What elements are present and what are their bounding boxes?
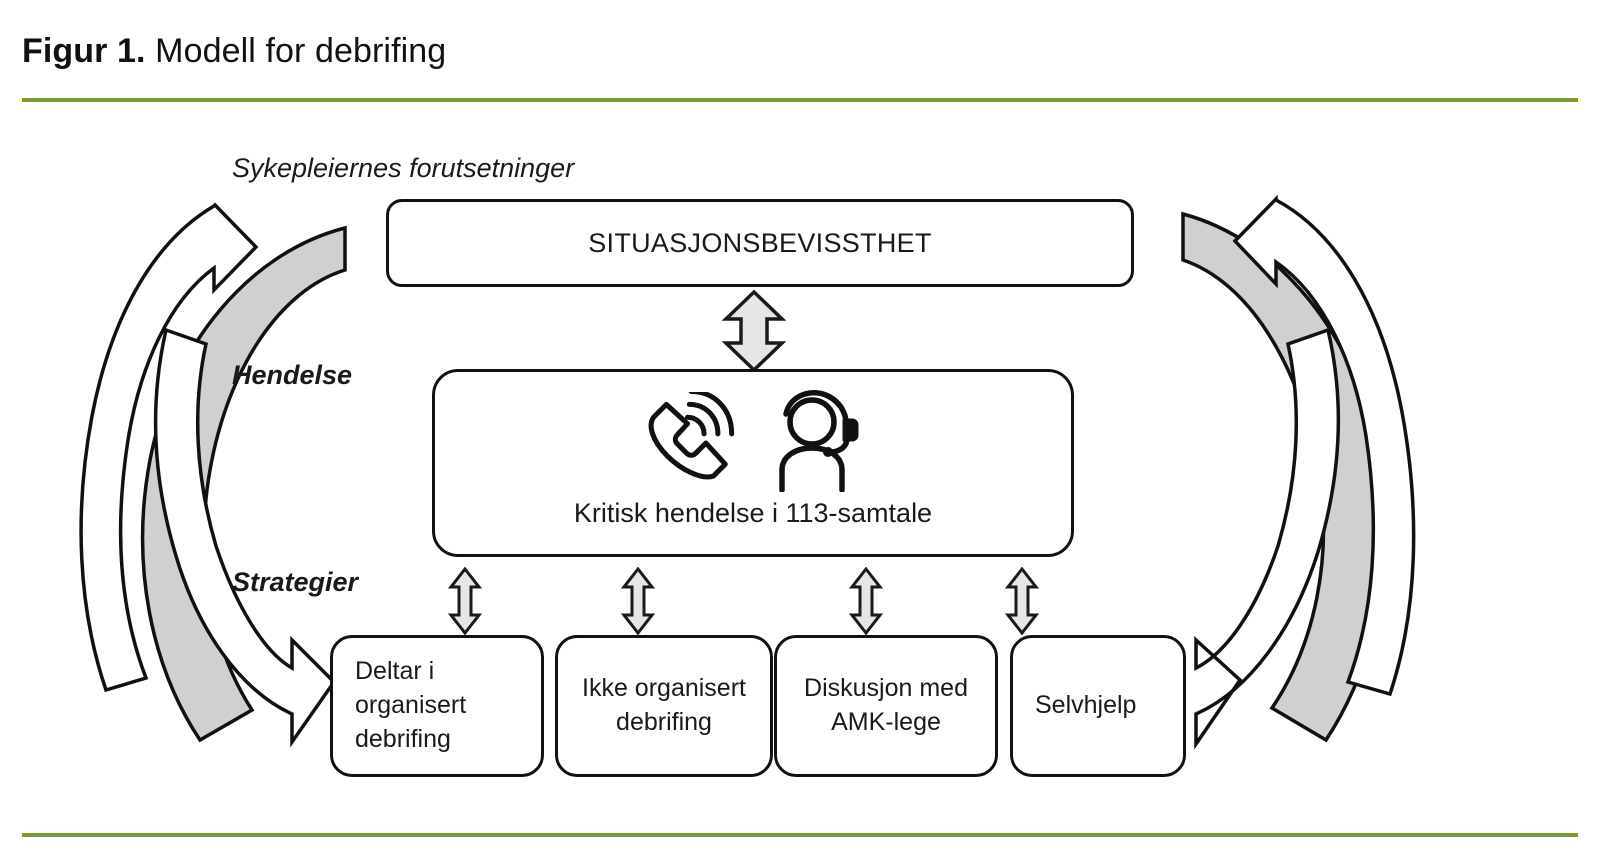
curved-cycle-arrow-right-band [1181, 211, 1388, 743]
node-situasjonsbevissthet-label: SITUASJONSBEVISSTHET [588, 227, 932, 258]
ringing-phone-icon [648, 392, 735, 480]
strategy-box-ikke-organisert-debrifing[interactable]: Ikke organisert debrifing [555, 635, 773, 777]
headset-operator-icon [779, 390, 859, 492]
event-icon-row [638, 386, 868, 492]
node-kritisk-hendelse[interactable]: Kritisk hendelse i 113-samtale [432, 369, 1074, 557]
node-kritisk-hendelse-label: Kritisk hendelse i 113-samtale [573, 498, 933, 528]
double-arrow-strategy-1 [448, 567, 482, 635]
curved-cycle-arrow-right-top [1232, 194, 1416, 697]
strategy-box-deltar-i-organisert-debrifing[interactable]: Deltar i organisert debrifing [330, 635, 544, 777]
double-arrow-situasjonsbevissthet-hendelse [722, 289, 786, 373]
figure-title-text: Modell for debrifing [155, 32, 447, 70]
figure-title: Figur 1. Modell for debrifing [22, 32, 446, 71]
strategy-label: Selvhjelp [1035, 691, 1137, 720]
strategy-label: Diskusjon med AMK-lege [804, 674, 968, 736]
stage-label-strategier: Strategier [232, 567, 359, 597]
curved-cycle-arrow-left-band [140, 225, 347, 743]
strategy-label: Ikke organisert debrifing [582, 674, 746, 736]
header-rule [22, 98, 1578, 102]
curved-cycle-arrow-left-bottom [153, 327, 337, 748]
node-situasjonsbevissthet[interactable]: SITUASJONSBEVISSTHET [386, 199, 1134, 287]
double-arrow-strategy-3 [849, 567, 883, 635]
footer-rule [22, 833, 1578, 837]
strategy-box-selvhjelp[interactable]: Selvhjelp [1010, 635, 1186, 777]
double-arrow-strategy-2 [621, 567, 655, 635]
strategy-label: Deltar i organisert debrifing [355, 657, 467, 753]
figure-number: Figur 1. [22, 32, 146, 70]
strategy-box-diskusjon-med-amk-lege[interactable]: Diskusjon med AMK-lege [774, 635, 998, 777]
double-arrow-strategy-4 [1005, 567, 1039, 635]
stage-label-hendelse: Hendelse [232, 360, 353, 390]
curved-cycle-arrow-left-top [79, 202, 259, 693]
stage-label-forutsetninger: Sykepleiernes forutsetninger [232, 153, 575, 183]
curved-cycle-arrow-right-bottom [1194, 327, 1341, 750]
